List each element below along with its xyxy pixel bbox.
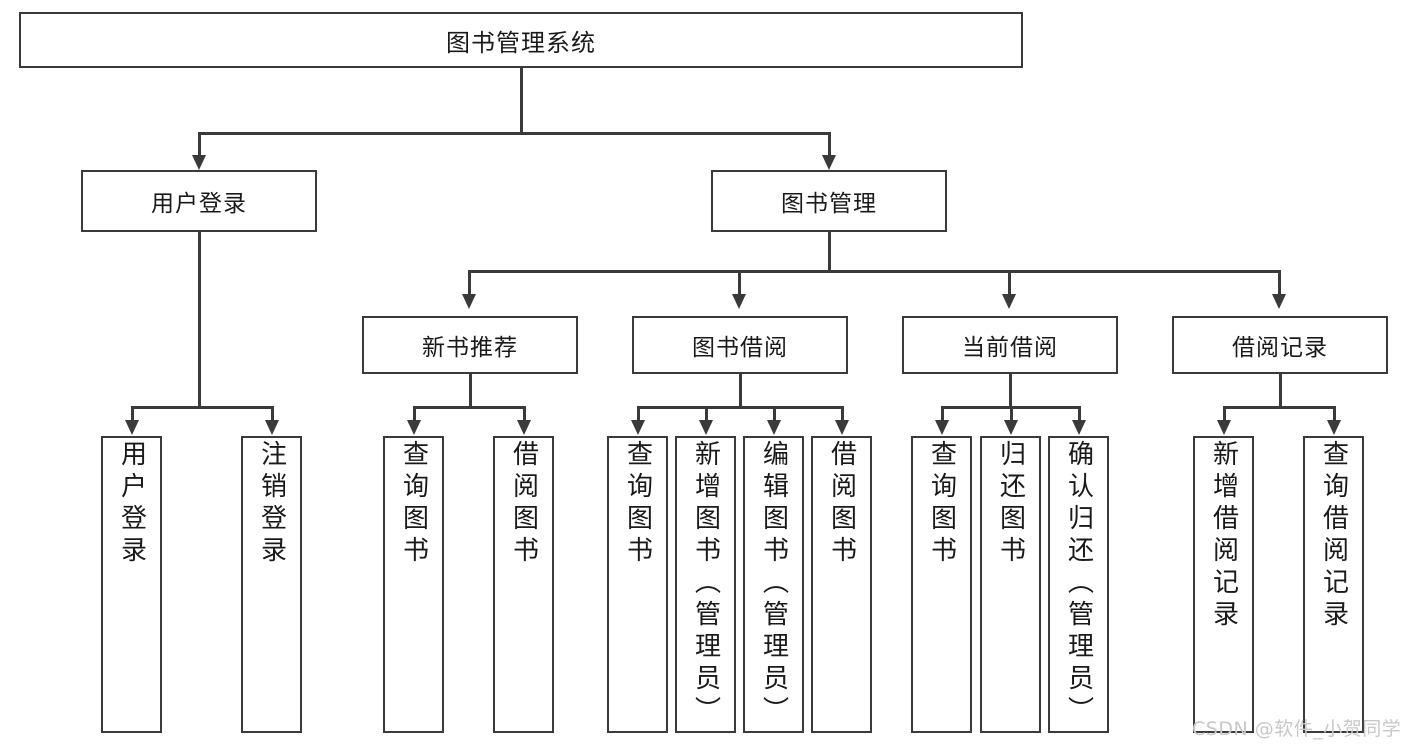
connector-root-to-userlogin — [198, 132, 201, 157]
node-label: 编辑图书（管理员） — [758, 440, 789, 728]
connector-root-stem — [520, 68, 523, 134]
node-label: 图书管理系统 — [446, 28, 596, 57]
arrow-leaf-borrow-book-1 — [517, 420, 531, 435]
connector-borrowrecord-drop-1 — [1223, 406, 1226, 422]
leaf-query-book-borrow[interactable]: 查询图书 — [607, 436, 668, 733]
arrow-leaf-user-login — [125, 420, 139, 435]
leaf-query-book-current[interactable]: 查询图书 — [911, 436, 972, 733]
node-label: 新增图书（管理员） — [690, 440, 721, 728]
connector-bookmgmt-stem — [828, 232, 831, 272]
node-label: 借阅记录 — [1232, 335, 1328, 361]
leaf-user-login[interactable]: 用户登录 — [101, 436, 162, 733]
connector-bookmgmt-drop-2 — [738, 270, 741, 296]
leaf-query-book-recommend[interactable]: 查询图书 — [383, 436, 444, 733]
node-label: 借阅图书 — [826, 440, 857, 568]
node-borrow-record[interactable]: 借阅记录 — [1172, 316, 1388, 374]
connector-root-bar — [198, 132, 831, 135]
connector-newbook-bar — [413, 406, 526, 409]
leaf-query-borrow-record[interactable]: 查询借阅记录 — [1303, 436, 1364, 733]
connector-currentborrow-drop-2 — [1010, 406, 1013, 422]
connector-newbook-stem — [469, 374, 472, 408]
node-label: 图书借阅 — [692, 335, 788, 361]
arrow-leaf-add-record — [1217, 420, 1231, 435]
node-book-management[interactable]: 图书管理 — [711, 170, 947, 232]
node-label: 用户登录 — [151, 191, 247, 217]
arrow-leaf-add-book — [699, 420, 713, 435]
arrow-to-bookmgmt — [822, 155, 836, 170]
node-label: 用户登录 — [116, 440, 147, 568]
connector-bookmgmt-drop-4 — [1278, 270, 1281, 296]
node-label: 借阅图书 — [508, 440, 539, 568]
node-book-borrow[interactable]: 图书借阅 — [632, 316, 848, 374]
node-label: 图书管理 — [781, 191, 877, 217]
node-user-login[interactable]: 用户登录 — [81, 170, 317, 232]
node-new-book-recommend[interactable]: 新书推荐 — [362, 316, 578, 374]
arrow-leaf-edit-book — [767, 420, 781, 435]
connector-bookborrow-stem — [739, 374, 742, 408]
arrow-leaf-query-book-2 — [631, 420, 645, 435]
node-label: 注销登录 — [256, 440, 287, 568]
connector-bookmgmt-drop-3 — [1008, 270, 1011, 296]
arrow-leaf-query-book-1 — [407, 420, 421, 435]
node-current-borrow[interactable]: 当前借阅 — [902, 316, 1118, 374]
leaf-add-book[interactable]: 新增图书（管理员） — [675, 436, 736, 733]
connector-currentborrow-drop-1 — [941, 406, 944, 422]
connector-borrowrecord-stem — [1279, 374, 1282, 408]
leaf-edit-book[interactable]: 编辑图书（管理员） — [743, 436, 804, 733]
node-root-system[interactable]: 图书管理系统 — [19, 12, 1023, 68]
leaf-borrow-book[interactable]: 借阅图书 — [811, 436, 872, 733]
arrow-to-current-borrow — [1002, 294, 1016, 309]
connector-userlogin-drop-1 — [131, 406, 134, 422]
connector-root-to-bookmgmt — [828, 132, 831, 157]
node-label: 归还图书 — [995, 440, 1026, 568]
connector-bookborrow-drop-3 — [773, 406, 776, 422]
arrow-to-userlogin — [192, 155, 206, 170]
connector-newbook-drop-2 — [523, 406, 526, 422]
csdn-watermark: CSDN @软件_小贺同学 — [1192, 718, 1402, 740]
connector-borrowrecord-drop-2 — [1333, 406, 1336, 422]
arrow-to-borrow-record — [1272, 294, 1286, 309]
connector-bookborrow-drop-2 — [705, 406, 708, 422]
arrow-leaf-return-book — [1004, 420, 1018, 435]
arrow-leaf-query-book-3 — [935, 420, 949, 435]
connector-currentborrow-drop-3 — [1078, 406, 1081, 422]
arrow-leaf-borrow-book-2 — [835, 420, 849, 435]
arrow-leaf-logout — [265, 420, 279, 435]
node-label: 确认归还（管理员） — [1063, 440, 1094, 728]
connector-bookborrow-bar — [637, 406, 844, 409]
leaf-logout[interactable]: 注销登录 — [241, 436, 302, 733]
arrow-to-book-borrow — [732, 294, 746, 309]
node-label: 新增借阅记录 — [1208, 440, 1239, 632]
connector-borrowrecord-bar — [1223, 406, 1336, 409]
leaf-confirm-return[interactable]: 确认归还（管理员） — [1048, 436, 1109, 733]
connector-userlogin-bar — [131, 406, 274, 409]
connector-bookmgmt-drop-1 — [468, 270, 471, 296]
arrow-leaf-confirm-return — [1072, 420, 1086, 435]
node-label: 查询图书 — [398, 440, 429, 568]
node-label: 查询借阅记录 — [1318, 440, 1349, 632]
arrow-leaf-query-record — [1327, 420, 1341, 435]
leaf-add-borrow-record[interactable]: 新增借阅记录 — [1193, 436, 1254, 733]
leaf-borrow-book-recommend[interactable]: 借阅图书 — [493, 436, 554, 733]
node-label: 新书推荐 — [422, 335, 518, 361]
connector-bookborrow-drop-1 — [637, 406, 640, 422]
node-label: 当前借阅 — [962, 335, 1058, 361]
connector-userlogin-stem — [198, 232, 201, 408]
connector-bookborrow-drop-4 — [841, 406, 844, 422]
node-label: 查询图书 — [926, 440, 957, 568]
node-label: 查询图书 — [622, 440, 653, 568]
connector-currentborrow-stem — [1009, 374, 1012, 408]
leaf-return-book[interactable]: 归还图书 — [980, 436, 1041, 733]
connector-userlogin-drop-2 — [271, 406, 274, 422]
connector-newbook-drop-1 — [413, 406, 416, 422]
connector-bookmgmt-bar — [468, 270, 1280, 273]
arrow-to-new-book — [462, 294, 476, 309]
